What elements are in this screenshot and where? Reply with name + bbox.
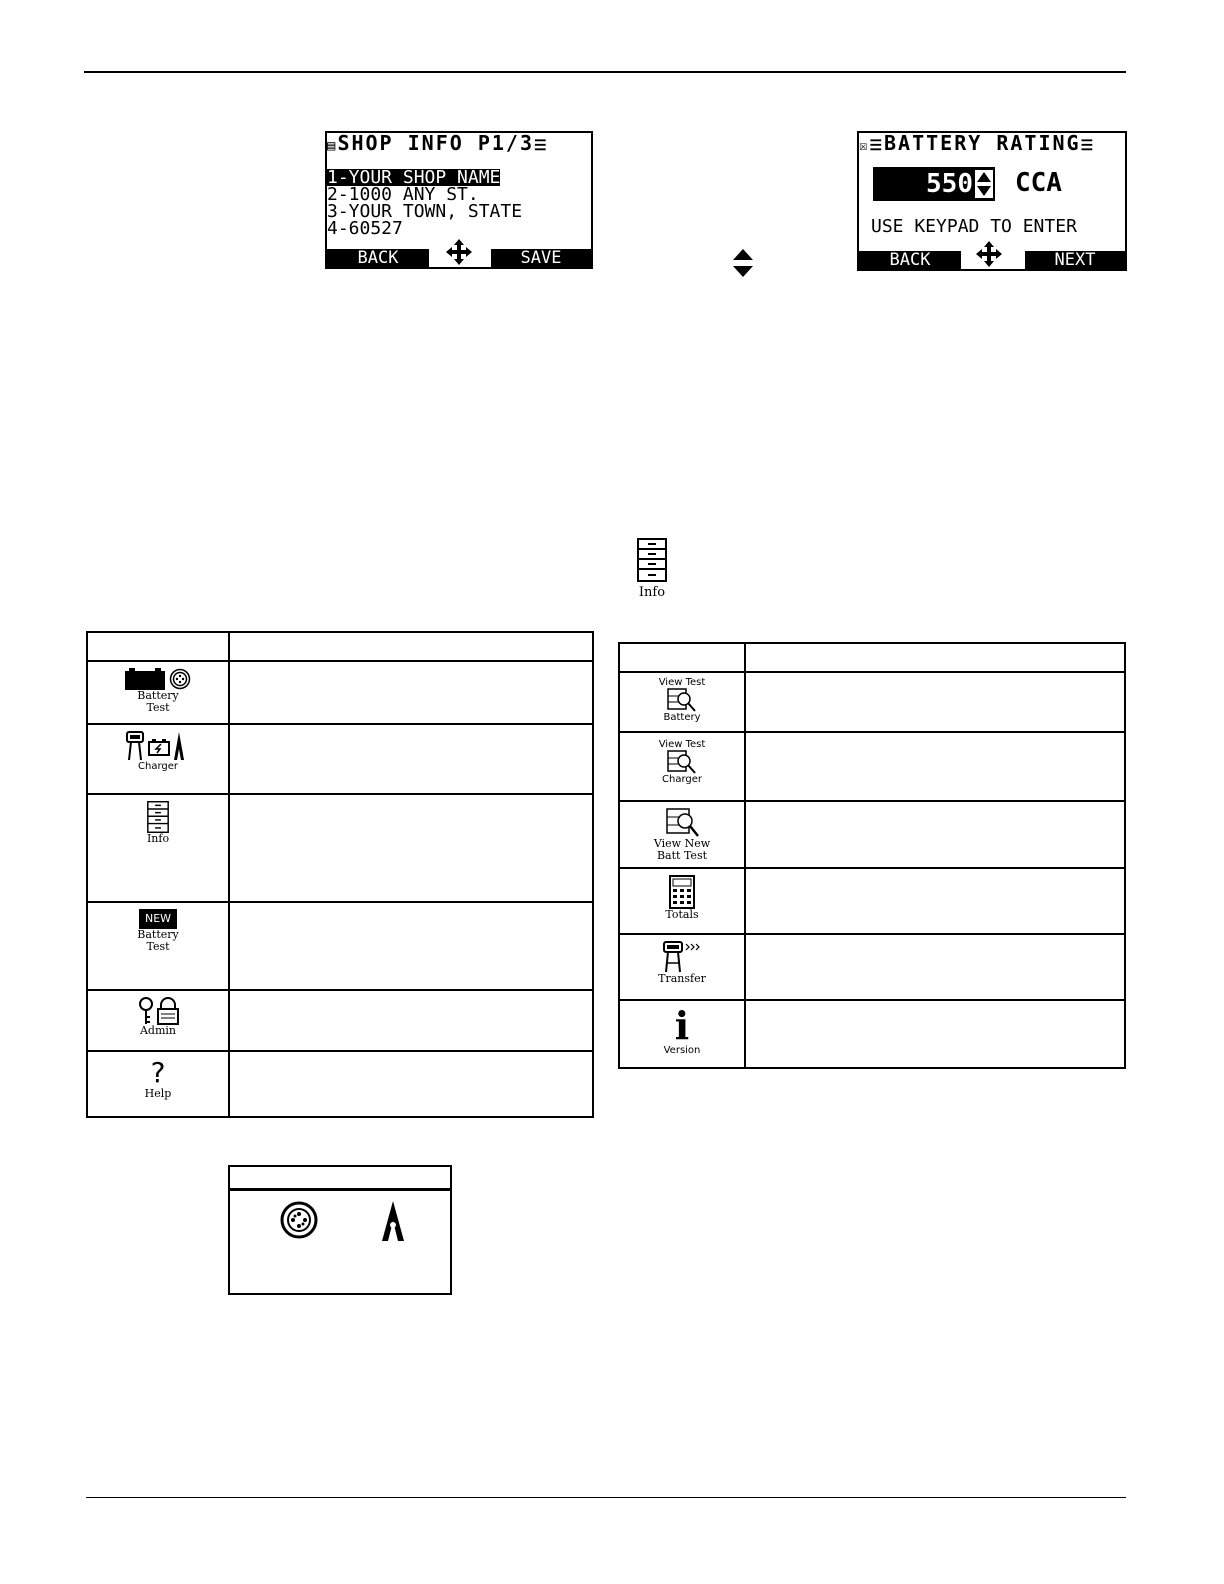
icon-caption: Test xyxy=(146,940,170,953)
table-row: Transfer xyxy=(618,933,1126,1001)
up-down-arrow-icon[interactable] xyxy=(975,170,993,198)
table-header-row xyxy=(618,642,1126,673)
admin-icon xyxy=(139,997,179,1025)
menu-icon: ▤ xyxy=(327,138,338,154)
icon-caption: Info xyxy=(146,832,170,845)
shop-line-3[interactable]: 3-YOUR TOWN, STATE xyxy=(327,201,523,222)
icon-caption: Batt Test xyxy=(656,849,708,862)
icon-caption: Charger xyxy=(662,774,702,785)
save-button[interactable]: SAVE xyxy=(491,249,591,267)
battery-icon xyxy=(125,668,165,690)
info-icon-standalone: Info xyxy=(632,538,672,600)
totals-icon xyxy=(669,875,695,909)
four-way-arrow-icon xyxy=(446,239,472,265)
icon-caption: Battery xyxy=(137,689,179,702)
menu-icon: ☰ xyxy=(534,138,549,154)
four-way-arrow-icon xyxy=(976,241,1002,267)
view-new-batt-test-icon xyxy=(666,808,699,837)
back-button[interactable]: BACK xyxy=(859,251,961,269)
new-battery-icon: NEW xyxy=(139,909,177,929)
connector-clamp-box xyxy=(228,1165,452,1295)
view-test-battery-icon xyxy=(667,688,696,712)
next-button[interactable]: NEXT xyxy=(1025,251,1125,269)
shop-line-4[interactable]: 4-60527 xyxy=(327,218,403,239)
back-button[interactable]: BACK xyxy=(327,249,429,267)
charger-icon xyxy=(126,731,184,761)
table-row: Battery Test xyxy=(86,660,594,725)
rating-unit: CCA xyxy=(1015,168,1062,198)
icon-caption: Help xyxy=(144,1087,172,1100)
shop-info-screen: ▤SHOP INFO P1/3☰ 1-YOUR SHOP NAME 2-1000… xyxy=(325,131,593,269)
icon-caption: View New xyxy=(653,837,711,850)
menu-icon: ☰ xyxy=(1080,138,1096,154)
table-row: Info xyxy=(86,793,594,903)
table-row: NEW Battery Test xyxy=(86,901,594,991)
info-icon-label: Info xyxy=(638,585,666,600)
table-row: Admin xyxy=(86,989,594,1052)
info-icon xyxy=(637,538,667,582)
bottom-rule xyxy=(86,1497,1126,1498)
connector-icon xyxy=(280,1201,318,1239)
checkbox-icon: ☒ xyxy=(859,138,870,154)
battery-rating-screen: ☒☰BATTERY RATING☰ 550 CCA USE KEYPAD TO … xyxy=(857,131,1127,271)
icon-caption: Admin xyxy=(139,1024,177,1037)
table-row: View New Batt Test xyxy=(618,800,1126,869)
version-icon: i xyxy=(674,1003,690,1048)
top-rule xyxy=(84,71,1126,73)
info-icon xyxy=(147,801,169,833)
right-icon-table: View Test Battery View Test Charger xyxy=(618,642,1126,1069)
view-test-charger-icon xyxy=(667,750,696,774)
clamp-icon xyxy=(382,1201,404,1241)
new-badge: NEW xyxy=(144,912,172,925)
up-down-arrow-icon xyxy=(733,249,753,277)
left-icon-table: Battery Test Charger xyxy=(86,631,594,1118)
icon-top-caption: View Test xyxy=(658,677,706,688)
screen-title: ☒☰BATTERY RATING☰ xyxy=(859,131,1096,155)
icon-caption: Transfer xyxy=(658,972,706,985)
table-row: ? Help xyxy=(86,1050,594,1118)
instruction-text: USE KEYPAD TO ENTER xyxy=(871,216,1077,237)
box-header-rule xyxy=(230,1188,450,1191)
icon-caption: Charger xyxy=(138,761,178,772)
table-row: i Version xyxy=(618,999,1126,1069)
connector-icon xyxy=(169,668,191,690)
shop-line-2[interactable]: 2-1000 ANY ST. xyxy=(327,184,479,205)
table-row: Totals xyxy=(618,867,1126,935)
icon-caption: Battery xyxy=(137,928,179,941)
table-row: Charger xyxy=(86,723,594,795)
transfer-icon xyxy=(663,941,700,973)
table-header-row xyxy=(86,631,594,662)
table-row: View Test Charger xyxy=(618,731,1126,802)
table-row: View Test Battery xyxy=(618,671,1126,733)
icon-caption: Version xyxy=(663,1045,701,1056)
rating-value-field[interactable]: 550 xyxy=(873,167,995,201)
menu-icon: ☰ xyxy=(869,138,884,154)
icon-caption: Totals xyxy=(665,908,699,921)
help-icon: ? xyxy=(150,1056,166,1089)
rating-value: 550 xyxy=(926,169,973,199)
screen-title: ▤SHOP INFO P1/3☰ xyxy=(327,131,549,155)
icon-caption: Battery xyxy=(663,712,701,723)
shop-line-1[interactable]: 1-YOUR SHOP NAME xyxy=(327,167,501,188)
icon-top-caption: View Test xyxy=(658,739,706,750)
icon-caption: Test xyxy=(146,701,170,714)
